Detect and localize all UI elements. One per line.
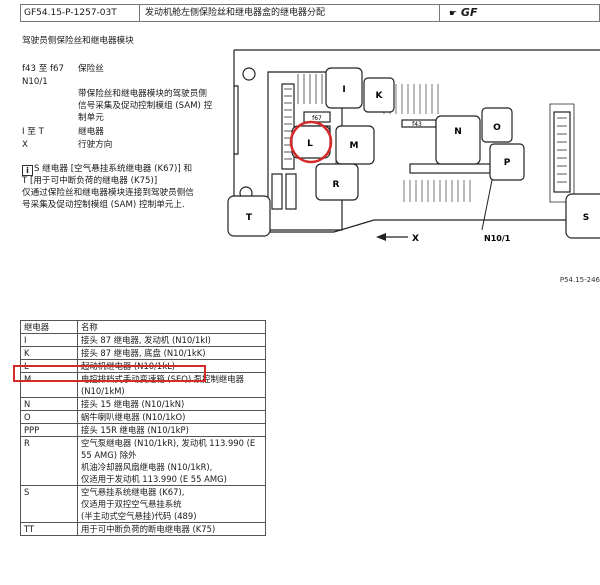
note-line: T [用于可中断负荷的继电器 (K75)] — [22, 176, 158, 186]
relay-key: I — [20, 333, 78, 347]
relay-P — [489, 143, 525, 181]
legend-value: 继电器 — [78, 127, 104, 137]
table-row: N 接头 15 继电器 (N10/1kN) — [20, 397, 266, 411]
relay-description: 接头 87 继电器, 底盘 (N10/1kK) — [77, 346, 266, 360]
legend-key: I 至 T — [22, 127, 44, 137]
doc-title: 发动机舱左侧保险丝和继电器盒的继电器分配 — [145, 8, 326, 18]
table-row: S 空气悬挂系统继电器 (K67),仅适用于双控空气悬挂系统(半主动式空气悬挂)… — [20, 485, 266, 523]
legend-key: f43 至 f67 — [22, 64, 64, 74]
table-row: PPP 接头 15R 继电器 (N10/1kP) — [20, 423, 266, 437]
section-title: 驾驶员侧保险丝和继电器模块 — [22, 36, 134, 46]
table-row: K 接头 87 继电器, 底盘 (N10/1kK) — [20, 346, 266, 360]
relay-K — [363, 77, 395, 113]
figure-reference: P54.15-246 — [560, 276, 600, 284]
relay-S — [565, 193, 600, 239]
legend-key: X — [22, 140, 28, 150]
table-header: 名称 — [77, 320, 266, 334]
relay-description: 接头 15R 继电器 (N10/1kP) — [77, 423, 266, 437]
relay-R — [315, 163, 359, 201]
label-L: L — [307, 139, 313, 149]
hand-pointer-icon: ☛ — [449, 9, 458, 19]
legend-value: 带保险丝和继电器模块的驾驶员侧信号采集及促动控制模组 (SAM) 控制单元 — [78, 89, 213, 123]
highlight-circle-L — [289, 120, 333, 164]
relay-key: PPP — [20, 423, 78, 437]
label-S: S — [583, 213, 589, 223]
relay-key: K — [20, 346, 78, 360]
legend-key: N10/1 — [22, 77, 48, 87]
table-row: O 蜗牛喇叭继电器 (N10/1kO) — [20, 410, 266, 424]
label-M: M — [350, 141, 359, 151]
label-P: P — [504, 158, 511, 168]
relay-table: 继电器 名称 I 接头 87 继电器, 发动机 (N10/1kI) K 接头 8… — [20, 320, 266, 536]
direction-arrow — [376, 233, 408, 241]
header-divider — [139, 5, 140, 21]
relay-I — [325, 67, 363, 109]
fuse-label-f43: f43 — [412, 121, 422, 128]
relay-description: 空气悬挂系统继电器 (K67),仅适用于双控空气悬挂系统(半主动式空气悬挂)代码… — [77, 485, 266, 523]
header-divider — [439, 5, 440, 21]
label-direction-x: X — [412, 234, 419, 244]
label-N: N — [454, 127, 462, 137]
relay-description: 接头 15 继电器 (N10/1kN) — [77, 397, 266, 411]
label-I: I — [342, 85, 345, 95]
relay-N — [435, 115, 481, 165]
document-header: GF54.15-P-1257-03T 发动机舱左侧保险丝和继电器盒的继电器分配 … — [20, 4, 600, 22]
relay-key: S — [20, 485, 78, 523]
note-line: 号采集及促动控制模组 (SAM) 控制单元上. — [22, 200, 185, 210]
relay-T — [227, 195, 271, 237]
fuse-label-f67: f67 — [312, 115, 322, 122]
fuse-relay-module-diagram: I K L M N O P R T S f67 f43 X N10/1 P54.… — [227, 49, 600, 284]
relay-description: 接头 87 继电器, 发动机 (N10/1kI) — [77, 333, 266, 347]
relay-description: 用于可中断负荷的断电继电器 (K75) — [77, 522, 266, 536]
table-row: I 接头 87 继电器, 发动机 (N10/1kI) — [20, 333, 266, 347]
label-R: R — [333, 180, 340, 190]
legend-value: 保险丝 — [78, 64, 104, 74]
gf-badge: ☛ GF — [449, 6, 478, 19]
table-row: M 电控排档式手动变速箱 (SEQ) 泵控制继电器(N10/1kM) — [20, 372, 266, 398]
legend-value: 行驶方向 — [78, 140, 113, 150]
note-line: 仅通过保险丝和继电器模块连接到驾驶员侧信 — [22, 188, 194, 198]
label-T: T — [246, 213, 253, 223]
table-row: TT 用于可中断负荷的断电继电器 (K75) — [20, 522, 266, 536]
relay-key: R — [20, 436, 78, 486]
relay-description: 蜗牛喇叭继电器 (N10/1kO) — [77, 410, 266, 424]
highlight-box-row-L — [13, 365, 206, 382]
label-K: K — [376, 91, 384, 101]
relay-key: N — [20, 397, 78, 411]
relay-description: 电控排档式手动变速箱 (SEQ) 泵控制继电器(N10/1kM) — [77, 372, 266, 398]
note-line: S 继电器 [空气悬挂系统继电器 (K67)] 和 — [34, 164, 193, 174]
relay-key: TT — [20, 522, 78, 536]
label-O: O — [493, 123, 501, 133]
doc-id: GF54.15-P-1257-03T — [24, 8, 117, 18]
label-unit: N10/1 — [484, 234, 511, 243]
relay-O — [481, 107, 513, 143]
info-icon: i — [22, 165, 33, 176]
relay-key: O — [20, 410, 78, 424]
table-header: 继电器 — [20, 320, 78, 334]
table-header-row: 继电器 名称 — [20, 320, 266, 334]
